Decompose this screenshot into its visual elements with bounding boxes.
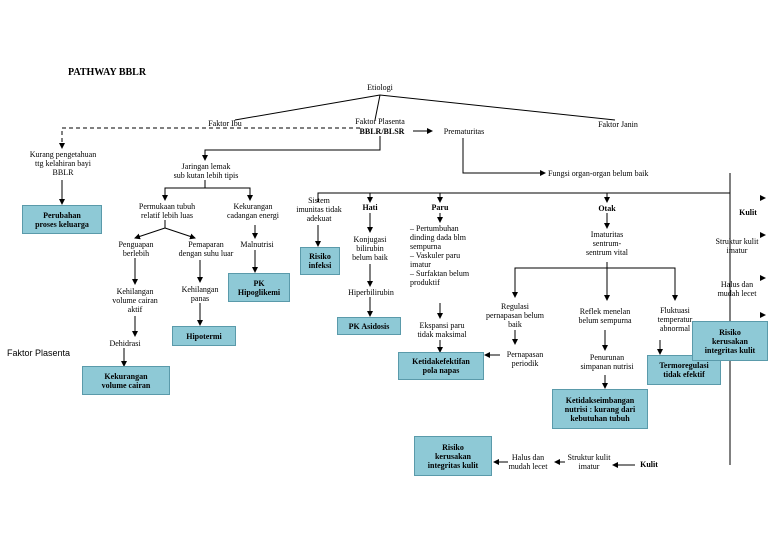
node-faktor-janin: Faktor Janin (598, 120, 638, 129)
diagnosis-perubahan-keluarga: Perubahan proses keluarga (22, 205, 102, 234)
node-malnutrisi: Malnutrisi (240, 240, 274, 249)
node-hati: Hati (362, 203, 378, 212)
node-permukaan-tubuh: Permukaan tubuh relatif lebih luas (138, 202, 196, 220)
node-etiologi: Etiologi (367, 83, 393, 92)
node-kehilangan-panas: Kehilangan panas (181, 285, 219, 303)
side-label-faktor-plasenta: Faktor Plasenta (7, 348, 71, 358)
node-pernapasan: Pernapasan periodik (506, 350, 544, 368)
node-hiperbilirubin: Hiperbilirubin (348, 288, 394, 297)
node-struktur-kulit-bottom: Struktur kulit imatur (567, 453, 611, 471)
diagnosis-kekurangan-volume: Kekurangan volume cairan (82, 366, 170, 395)
node-paru-list: – Pertumbuhan dinding dada blm sempurna … (410, 224, 470, 287)
node-paru: Paru (431, 203, 449, 212)
page-title: PATHWAY BBLR (68, 67, 147, 78)
node-imaturitas: Imaturitas sentrum- sentrum vital (586, 230, 628, 257)
node-fungsi-organ: Fungsi organ-organ belum baik (548, 169, 649, 178)
diagnosis-termoregulasi: Termoregulasi tidak efektif (647, 355, 721, 385)
diagnosis-risiko-kerusakan-bottom: Risiko kerusakan integritas kulit (414, 436, 492, 476)
diagnosis-pk-hipoglikemi: PK Hipoglikemi (228, 273, 290, 302)
diagnosis-ketidakseimbangan: Ketidakseimbangan nutrisi : kurang dari … (552, 389, 648, 429)
node-kurang-pengetahuan: Kurang pengetahuan ttg kelahiran bayi BB… (29, 150, 97, 177)
node-halus-bottom: Halus dan mudah lecet (508, 453, 548, 471)
node-jaringan-lemak: Jaringan lemak sub kutan lebih tipis (173, 162, 239, 180)
node-konjugasi: Konjugasi bilirubin belum baik (352, 235, 388, 262)
node-otak: Otak (598, 204, 616, 213)
node-kulit-top: Kulit (739, 208, 757, 217)
node-reflek: Reflek menelan belum sempurna (578, 307, 632, 325)
diagnosis-ketidakefektifan: Ketidakefektifan pola napas (398, 352, 484, 380)
node-penurunan: Penurunan simpanan nutrisi (580, 353, 634, 371)
node-sistem-imunitas: Sistem imunitas tidak adekuat (296, 196, 342, 223)
node-kekurangan-cadangan: Kekurangan cadangan energi (226, 202, 280, 220)
node-penguapan: Penguapan berlebih (118, 240, 154, 258)
node-pemaparan: Pemaparan dengan suhu luar (178, 240, 234, 258)
node-fluktuasi: Fluktuasi temperatur abnormal (657, 306, 693, 333)
node-regulasi: Regulasi pernapasan belum baik (486, 302, 544, 329)
diagnosis-pk-asidosis: PK Asidosis (337, 317, 401, 335)
node-prematuritas: Prematuritas (443, 127, 485, 136)
node-kulit-bottom: Kulit (640, 460, 658, 469)
node-faktor-plasenta: Faktor Plasenta (355, 117, 405, 126)
diagnosis-hipotermi: Hipotermi (172, 326, 236, 346)
node-kehilangan-volume: Kehilangan volume cairan aktif (112, 287, 158, 314)
node-faktor-ibu: Faktor Ibu (208, 119, 242, 128)
node-struktur-kulit-right: Struktur kulit imatur (715, 237, 759, 255)
node-halus-right: Halus dan mudah lecet (717, 280, 757, 298)
node-dehidrasi: Dehidrasi (109, 339, 141, 348)
node-ekspansi: Ekspansi paru tidak maksimal (417, 321, 467, 339)
diagnosis-risiko-infeksi: Risiko infeksi (300, 247, 340, 275)
diagnosis-risiko-kerusakan-right: Risiko kerusakan integritas kulit (692, 321, 768, 361)
node-bblr: BBLR/BLSR (359, 127, 405, 136)
